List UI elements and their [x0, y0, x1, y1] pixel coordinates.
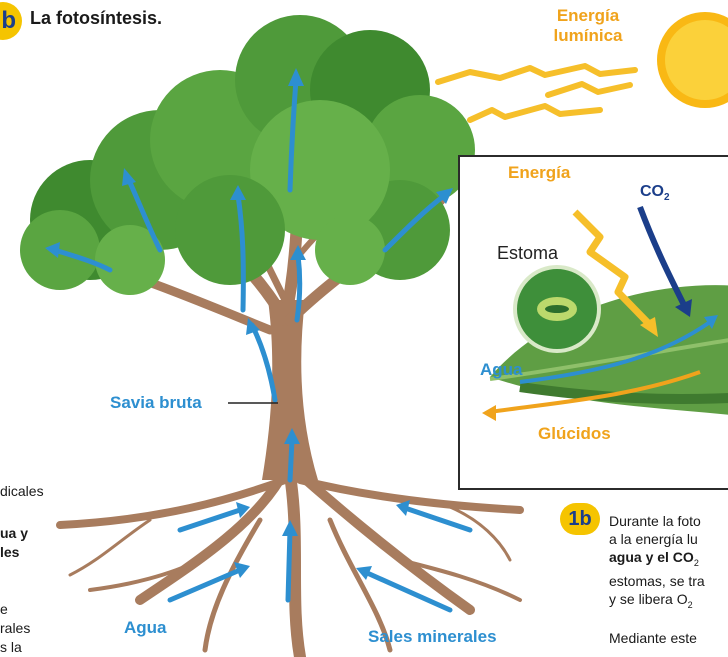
light-ray-3 [470, 106, 600, 120]
root-arrow-center [288, 530, 290, 600]
left-text-fragment: les [0, 543, 19, 561]
caption-text: Durante la foto a la energía lu agua y e… [609, 512, 705, 614]
left-text-fragment: e [0, 600, 8, 618]
caption-text-2: Mediante este [609, 630, 697, 646]
sap-arrow-trunk-low [290, 440, 292, 480]
left-text-fragment: ua y [0, 524, 28, 542]
raw-sap-label: Savia bruta [110, 393, 202, 413]
mineral-salts-label: Sales minerales [368, 627, 497, 647]
inset-glucose-label: Glúcidos [538, 424, 611, 444]
left-text-fragment: s la [0, 638, 22, 656]
inset-water-label: Agua [480, 360, 523, 380]
left-text-fragment: rales [0, 619, 30, 637]
root-arrow-left [180, 510, 240, 530]
inset-energy-label: Energía [508, 163, 570, 183]
caption-badge: 1b [560, 503, 600, 535]
stoma-pore [545, 305, 569, 313]
foliage [20, 15, 475, 295]
light-ray-2 [548, 84, 630, 95]
inset-stoma-label: Estoma [497, 243, 558, 264]
left-text-fragment: dicales [0, 482, 44, 500]
light-rays [438, 66, 635, 120]
root-water-label: Agua [124, 618, 167, 638]
inset-co2-label: CO2 [640, 183, 670, 203]
light-energy-label: Energía lumínica [540, 6, 636, 46]
sap-arrow-center [297, 255, 300, 320]
page-title: La fotosíntesis. [30, 8, 162, 29]
light-ray-1 [438, 66, 635, 82]
